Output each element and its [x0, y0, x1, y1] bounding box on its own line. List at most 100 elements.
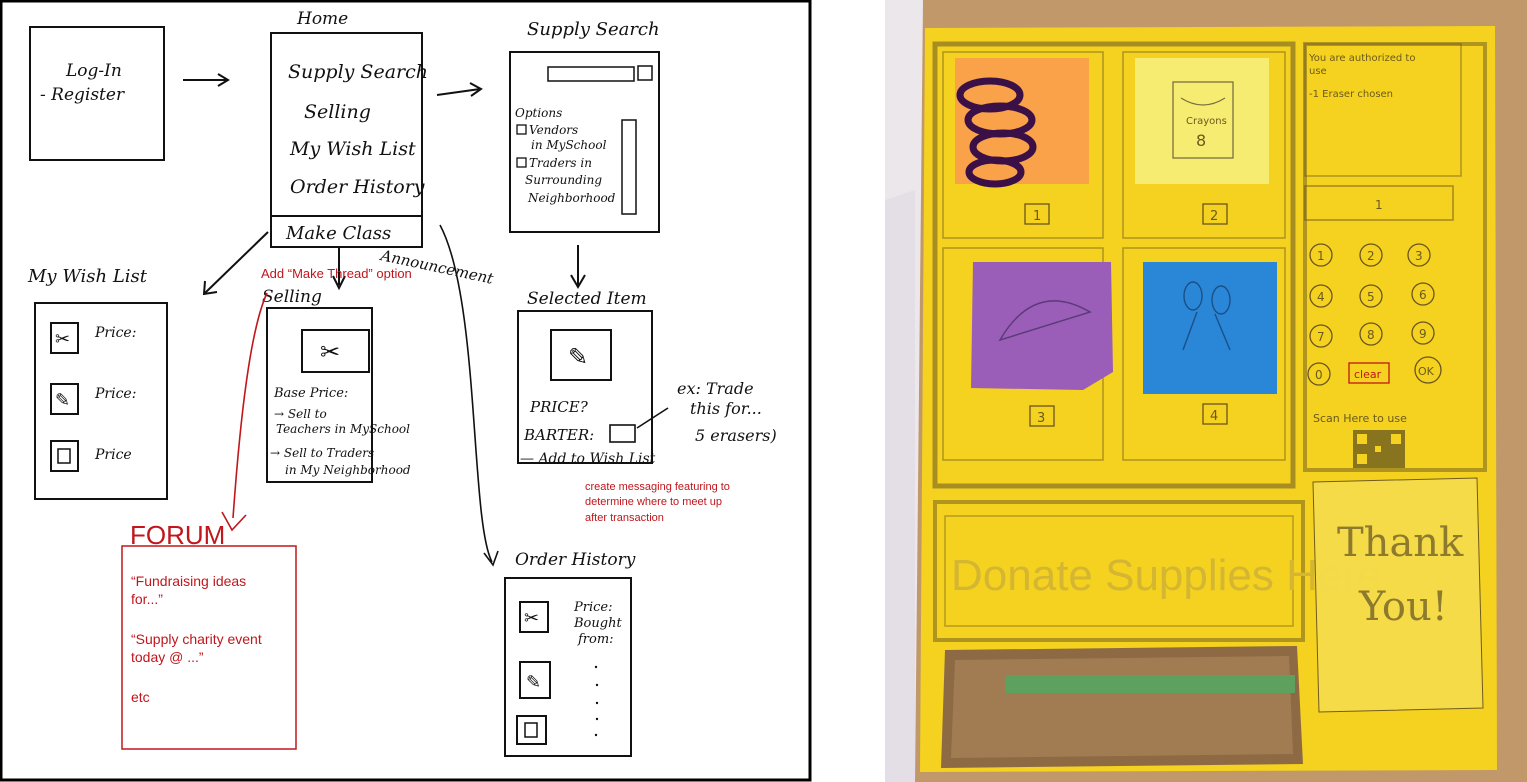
- donate-text: Donate Supplies Here: [951, 551, 1381, 600]
- svg-text:in My Neighborhood: in My Neighborhood: [285, 463, 411, 477]
- scrollbar-sketch: [621, 119, 637, 215]
- protractor-icon: [998, 300, 1092, 342]
- slot-1[interactable]: 1: [955, 58, 1089, 225]
- sketch-panel: Log-In - Register Home Supply Search Sel…: [0, 0, 812, 782]
- make-class-text: Make Class: [285, 223, 391, 244]
- svg-text:Base Price:: Base Price:: [273, 386, 348, 401]
- svg-text:3: 3: [1037, 411, 1045, 426]
- key-9[interactable]: 9: [1411, 321, 1435, 345]
- pen-icon: ✎: [568, 343, 588, 371]
- svg-text:in MySchool: in MySchool: [531, 138, 607, 152]
- svg-text:Vendors: Vendors: [529, 123, 578, 137]
- pen-icon: ✎: [55, 390, 70, 411]
- keypad-display: [1304, 185, 1454, 221]
- eraser-icon: [524, 722, 538, 738]
- svg-text:from:: from:: [577, 632, 614, 647]
- home-item-wish-list: My Wish List: [289, 138, 416, 160]
- svg-text:today @ ...”: today @ ...”: [131, 649, 204, 665]
- svg-text:1: 1: [1317, 249, 1325, 263]
- svg-text:Bought: Bought: [573, 616, 622, 631]
- wish-list-frame: My Wish List ✂ Price: ✎ Price: Price: [27, 266, 168, 500]
- svg-text:3: 3: [1415, 249, 1423, 263]
- keypad: 1 2 3 4 5 6 7 8 9 0 clear OK: [1307, 243, 1442, 386]
- arrow-home-wishlist: [204, 231, 269, 294]
- svg-text:4: 4: [1317, 290, 1325, 304]
- svg-text:7: 7: [1317, 330, 1325, 344]
- you-text: You!: [1358, 584, 1448, 630]
- svg-text:→ Sell to: → Sell to: [274, 407, 327, 421]
- key-7[interactable]: 7: [1309, 324, 1333, 348]
- svg-text:8: 8: [1367, 328, 1375, 342]
- home-item-selling: Selling: [304, 101, 371, 123]
- scissors-icon: ✂: [55, 329, 70, 350]
- order-history-frame: Order History ✂ Price: Bought from: ✎: [504, 550, 636, 757]
- pen-icon: ✎: [526, 672, 541, 693]
- svg-text:“Supply charity event: “Supply charity event: [131, 631, 262, 647]
- eraser-icon: [57, 448, 71, 464]
- svg-text:Surrounding: Surrounding: [525, 173, 602, 187]
- key-1[interactable]: 1: [1309, 243, 1333, 267]
- svg-text:“Fundraising ideas: “Fundraising ideas: [131, 573, 246, 589]
- svg-text:for...”: for...”: [131, 591, 163, 607]
- selling-title: Selling: [262, 287, 322, 307]
- messaging-note-2: determine where to meet up: [585, 496, 722, 508]
- home-title: Home: [296, 9, 348, 29]
- svg-text:Price: Price: [94, 447, 132, 463]
- donate-opening[interactable]: [941, 646, 1303, 768]
- svg-text:Price:: Price:: [94, 325, 136, 341]
- home-item-order-history: Order History: [290, 176, 425, 198]
- register-text: - Register: [40, 85, 125, 105]
- arrow-home-search: [436, 88, 481, 96]
- svg-text:2: 2: [1210, 209, 1218, 224]
- messaging-note-3: after transaction: [585, 512, 664, 524]
- key-8[interactable]: 8: [1359, 322, 1383, 346]
- supply-search-title: Supply Search: [527, 19, 660, 40]
- svg-text:8: 8: [1196, 131, 1206, 150]
- arrow-home-orders: [439, 224, 493, 563]
- key-ok[interactable]: OK: [1414, 356, 1442, 384]
- auth-text-1: You are authorized to: [1308, 53, 1415, 64]
- messaging-note-1: create messaging featuring to: [585, 481, 730, 493]
- key-6[interactable]: 6: [1411, 282, 1435, 306]
- svg-text:OK: OK: [1418, 365, 1435, 378]
- svg-text:BARTER:: BARTER:: [523, 426, 594, 444]
- svg-text:1: 1: [1033, 209, 1041, 224]
- svg-text:PRICE?: PRICE?: [529, 398, 589, 416]
- svg-text:Price:: Price:: [573, 600, 612, 615]
- login-text: Log-In: [65, 61, 122, 81]
- svg-text:Traders in: Traders in: [529, 156, 592, 170]
- svg-text:→ Sell to Traders: → Sell to Traders: [270, 446, 374, 460]
- key-2[interactable]: 2: [1359, 243, 1383, 267]
- key-0[interactable]: 0: [1307, 362, 1331, 386]
- svg-text:this for...: this for...: [690, 399, 762, 418]
- svg-text:2: 2: [1367, 249, 1375, 263]
- svg-text:etc: etc: [131, 689, 150, 705]
- key-4[interactable]: 4: [1309, 284, 1333, 308]
- svg-text:0: 0: [1315, 368, 1323, 382]
- svg-text:4: 4: [1210, 409, 1218, 424]
- svg-text:— Add to Wish List: — Add to Wish List: [520, 451, 656, 467]
- key-clear[interactable]: clear: [1348, 362, 1390, 384]
- scissors-icon: ✂: [320, 338, 340, 366]
- slot-4[interactable]: 4: [1143, 262, 1277, 425]
- login-frame: Log-In - Register: [29, 26, 165, 161]
- auth-text-2: use: [1309, 66, 1327, 77]
- pipe-cleaner-icon: [956, 77, 1037, 188]
- authorization-screen: [1304, 43, 1462, 177]
- order-history-title: Order History: [515, 550, 636, 570]
- keypad-display-value: 1: [1375, 198, 1383, 212]
- home-item-supply-search: Supply Search: [288, 61, 428, 83]
- key-3[interactable]: 3: [1407, 243, 1431, 267]
- selected-item-frame: Selected Item ✎ PRICE? BARTER: — Add to …: [517, 289, 777, 467]
- slot-2[interactable]: Crayons 8 2: [1135, 58, 1269, 225]
- forum-frame: FORUM “Fundraising ideas for...” “Supply…: [121, 520, 297, 750]
- qr-code[interactable]: [1353, 430, 1405, 468]
- supply-search-frame: Supply Search Options Vendors in MySchoo…: [509, 19, 660, 233]
- thank-text: Thank: [1337, 520, 1464, 566]
- slot-3[interactable]: 3: [971, 262, 1113, 427]
- make-thread-note: Add “Make Thread” option: [261, 266, 412, 281]
- svg-text:5: 5: [1367, 290, 1375, 304]
- svg-text:Crayons: Crayons: [1186, 116, 1227, 127]
- key-5[interactable]: 5: [1359, 284, 1383, 308]
- svg-text:6: 6: [1419, 288, 1427, 302]
